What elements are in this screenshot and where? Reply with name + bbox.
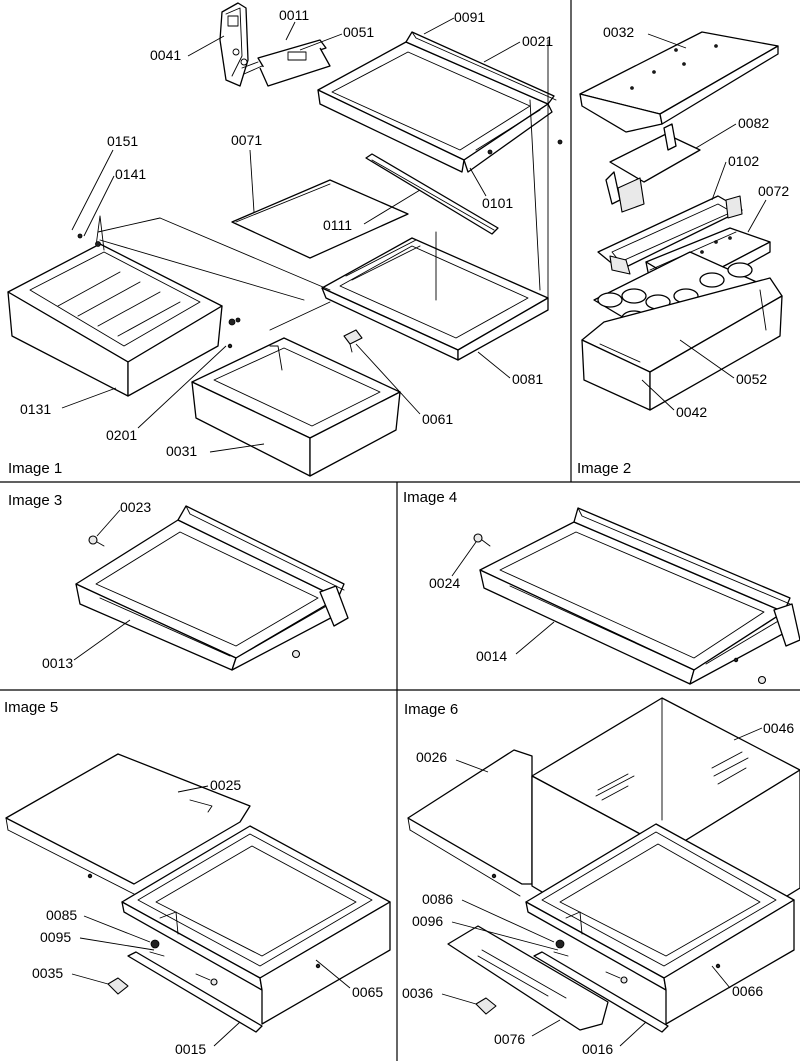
panel-image-5: 0025 0085 0095 0035 0065 0015 Image 5 <box>4 699 391 1057</box>
label-0151: 0151 <box>107 133 138 149</box>
label-0096: 0096 <box>412 913 443 929</box>
label-0201: 0201 <box>106 427 137 443</box>
shelf-screw-part[interactable] <box>88 535 301 659</box>
label-0041: 0041 <box>150 47 181 63</box>
door-frame-part[interactable] <box>597 195 743 275</box>
label-0082: 0082 <box>738 115 769 131</box>
label-0072: 0072 <box>758 183 789 199</box>
label-0035: 0035 <box>32 965 63 981</box>
adjuster-parts[interactable] <box>107 939 263 1033</box>
labels-image-3: 0023 0013 <box>42 499 151 671</box>
label-0031: 0031 <box>166 443 197 459</box>
label-0026: 0026 <box>416 749 447 765</box>
label-0013: 0013 <box>42 655 73 671</box>
crisper-cover-glass-part[interactable] <box>5 753 251 895</box>
labels-image-1: 0011 0091 0041 0051 0021 0151 0141 0071 … <box>20 7 553 459</box>
slide-rail-part[interactable] <box>365 153 499 235</box>
top-glass-shelf-part[interactable] <box>317 31 563 173</box>
glass-shelf-part[interactable] <box>75 505 349 671</box>
panel-title-image-1: Image 1 <box>8 460 62 477</box>
labels-image-4: 0024 0014 <box>429 541 555 664</box>
label-0066: 0066 <box>732 983 763 999</box>
panel-image-2: 0032 0082 0102 0072 0052 0042 Image 2 <box>577 24 789 477</box>
hinge-bracket-part[interactable] <box>605 123 701 213</box>
label-0111: 0111 <box>323 217 352 233</box>
panel-title-image-6: Image 6 <box>404 701 458 718</box>
label-0061: 0061 <box>422 411 453 427</box>
label-0085: 0085 <box>46 907 77 923</box>
label-0046: 0046 <box>763 720 794 736</box>
wide-glass-shelf-part[interactable] <box>479 507 800 685</box>
label-0021: 0021 <box>522 33 553 49</box>
panel-title-image-5: Image 5 <box>4 699 58 716</box>
labels-image-2: 0032 0082 0102 0072 0052 0042 <box>603 24 789 420</box>
panel-image-6: 0026 0046 0086 0096 0036 0076 0066 0016 … <box>402 697 800 1057</box>
crisper-cover-frame-part[interactable] <box>321 39 549 361</box>
label-0024: 0024 <box>429 575 460 591</box>
crisper-pan-part[interactable] <box>191 337 401 477</box>
crisper-front-trim-part[interactable] <box>447 925 609 1031</box>
label-0042: 0042 <box>676 404 707 420</box>
label-0081: 0081 <box>512 371 543 387</box>
label-0016: 0016 <box>582 1041 613 1057</box>
crisper-cover-frame-part[interactable] <box>121 825 391 1025</box>
panel-title-image-4: Image 4 <box>403 489 457 506</box>
adjuster-parts[interactable] <box>475 939 669 1033</box>
panel-title-image-3: Image 3 <box>8 492 62 509</box>
label-0141: 0141 <box>115 166 146 182</box>
label-0051: 0051 <box>343 24 374 40</box>
crisper-cover-glass-part[interactable] <box>407 749 533 897</box>
label-0014: 0014 <box>476 648 507 664</box>
label-0101: 0101 <box>482 195 513 211</box>
label-0086: 0086 <box>422 891 453 907</box>
shelf-screw-part[interactable] <box>473 533 767 685</box>
door-bin-part[interactable] <box>581 277 783 411</box>
panel-image-4: 0024 0014 Image 4 <box>403 489 800 685</box>
label-0023: 0023 <box>120 499 151 515</box>
label-0091: 0091 <box>454 9 485 25</box>
label-0076: 0076 <box>494 1031 525 1047</box>
label-0071: 0071 <box>231 132 262 148</box>
flat-shelf-part[interactable] <box>231 179 409 259</box>
control-housing-part[interactable] <box>219 2 249 87</box>
labels-image-6: 0026 0046 0086 0096 0036 0076 0066 0016 <box>402 720 794 1057</box>
assembly-guide-lines <box>97 217 437 331</box>
label-0102: 0102 <box>728 153 759 169</box>
label-0095: 0095 <box>40 929 71 945</box>
labels-image-5: 0025 0085 0095 0035 0065 0015 <box>32 777 383 1057</box>
label-0131: 0131 <box>20 401 51 417</box>
dairy-door-lid-part[interactable] <box>579 31 779 133</box>
crisper-cover-frame-part[interactable] <box>525 823 795 1025</box>
panel-image-3: 0023 0013 Image 3 <box>8 492 349 671</box>
label-0065: 0065 <box>352 984 383 1000</box>
panel-image-1: 0011 0091 0041 0051 0021 0151 0141 0071 … <box>7 2 563 477</box>
panel-title-image-2: Image 2 <box>577 460 631 477</box>
clip-part[interactable] <box>343 329 363 353</box>
label-0025: 0025 <box>210 777 241 793</box>
control-panel-part[interactable] <box>241 39 331 87</box>
label-0036: 0036 <box>402 985 433 1001</box>
label-0011: 0011 <box>279 7 309 23</box>
label-0052: 0052 <box>736 371 767 387</box>
label-0032: 0032 <box>603 24 634 40</box>
crisper-drawer-part[interactable] <box>7 215 241 397</box>
label-0015: 0015 <box>175 1041 206 1057</box>
